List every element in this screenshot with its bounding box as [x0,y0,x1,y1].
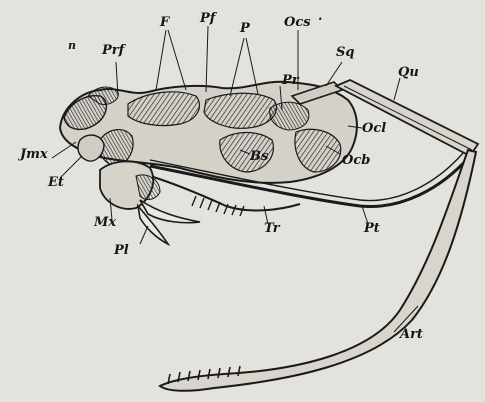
label-ocb: Ocb [342,154,370,167]
label-mx: Mx [94,216,116,229]
label-dot: . [318,10,323,23]
label-pt: Pt [364,222,380,235]
label-tr: Tr [264,222,280,235]
label-pr: Pr [282,74,299,87]
label-et: Et [48,176,64,189]
label-pf: Pf [200,12,215,25]
label-p: P [240,22,250,35]
label-prf: Prf [102,44,124,57]
label-ocs: Ocs [284,16,311,29]
label-qu: Qu [398,66,419,79]
mandible [160,150,476,391]
label-pl: Pl [114,244,129,257]
label-ocl: Ocl [362,122,386,135]
label-f: F [160,16,169,29]
label-jmx: Jmx [20,148,48,161]
label-bs: Bs [250,150,268,163]
label-art: Art [400,328,423,341]
label-n: n [68,40,76,51]
label-sq: Sq [336,46,354,59]
pterygoid-teeth [192,196,244,216]
